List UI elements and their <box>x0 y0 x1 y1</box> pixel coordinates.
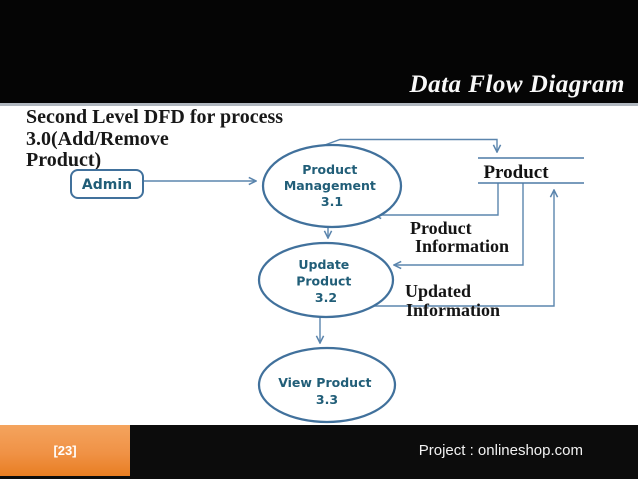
dfd-caption: Second Level DFD for process 3.0(Add/Rem… <box>26 106 406 172</box>
process-3-3-ellipse <box>257 346 397 424</box>
footer-project-label: Project : onlineshop.com <box>418 441 583 459</box>
process-3-2-ellipse <box>257 241 395 319</box>
datastore-to-3-1-arrow <box>374 183 499 215</box>
dfd-caption-line1: Second Level DFD for process 3.0(Add/Rem… <box>26 106 284 150</box>
process-3-2-label: Update Product 3.2 <box>296 257 356 305</box>
process-3-2-to-datastore-arrow <box>374 190 554 307</box>
dfd-caption-line2: Product) <box>26 149 102 171</box>
slide-title: Data Flow Diagram <box>409 71 625 98</box>
product-datastore-label: Product <box>483 162 549 183</box>
process-3-1-ellipse <box>261 143 403 229</box>
product-information-label: Product Information <box>410 218 509 256</box>
slide-header: Data Flow Diagram <box>0 0 638 103</box>
header-divider-line <box>0 103 638 106</box>
datastore-to-3-2-arrow <box>394 183 524 265</box>
footer-page-number: [23] <box>53 443 77 458</box>
process-3-1-label: Product Management 3.1 <box>284 162 380 209</box>
process-3-1-to-datastore-arrow <box>321 138 497 153</box>
updated-information-label: Updated Information <box>405 281 500 320</box>
process-3-3-label: View Product 3.3 <box>278 375 376 407</box>
admin-entity-box <box>70 169 144 199</box>
admin-entity-label: Admin <box>82 177 132 193</box>
footer-page-number-box: [23] <box>0 425 130 476</box>
